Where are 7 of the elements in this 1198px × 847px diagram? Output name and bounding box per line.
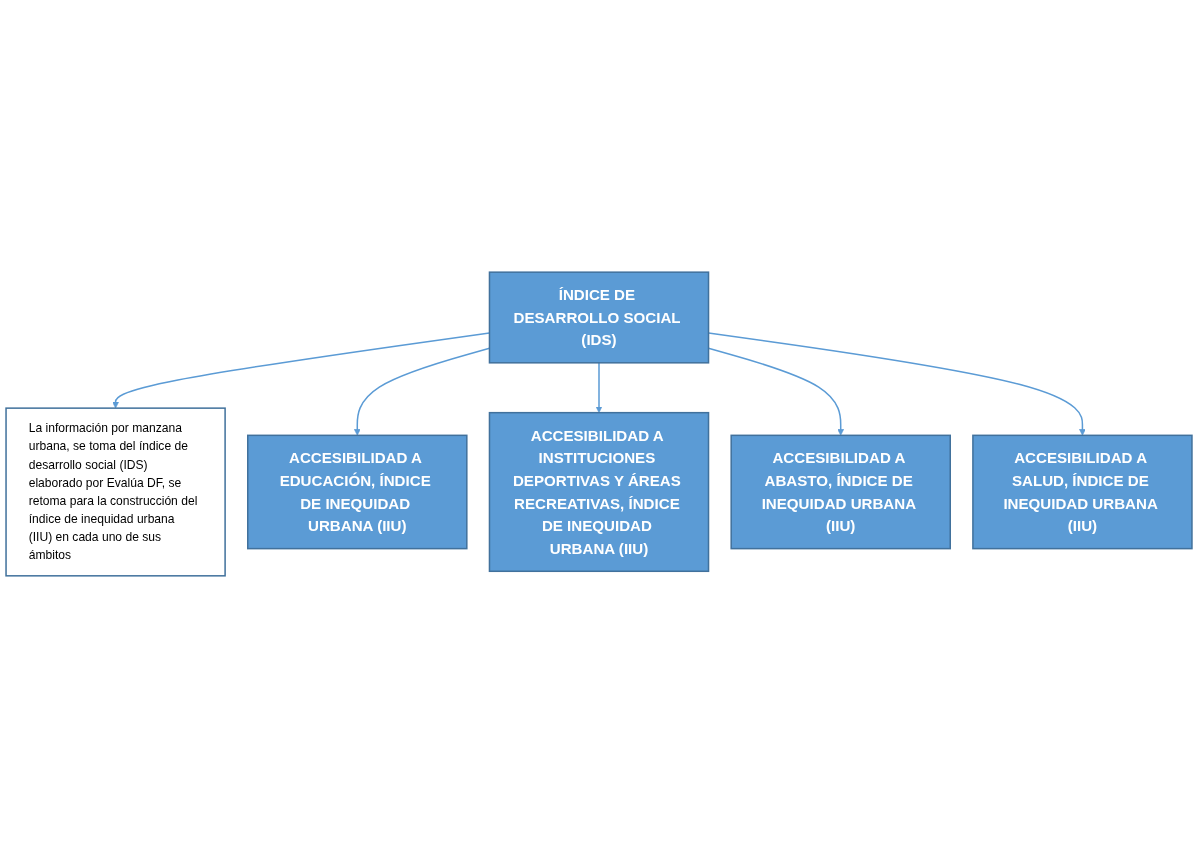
- node-box: ACCESIBILIDAD A SALUD, ÍNDICE DE INEQUIDAD URBANA (IIU): [972, 434, 1193, 549]
- arrow: [595, 361, 603, 413]
- node-box: La información por manzana urbana, se toma del índice de desarrollo social (IDS) elaborado por Evalúa DF, se retoma para la construcción del índice de inequidad urbana (IIU) en cada uno de sus ámbitos: [5, 406, 226, 577]
- node-box: ACCESIBILIDAD A INSTITUCIONES DEPORTIVAS Y ÁREAS RECREATIVAS, ÍNDICE DE INEQUIDAD URBANA (IIU): [488, 411, 710, 572]
- node-box: ÍNDICE DE DESARROLLO SOCIAL (IDS): [488, 270, 710, 364]
- node-box: ACCESIBILIDAD A EDUCACIÓN, ÍNDICE DE INEQUIDAD URBANA (IIU): [247, 434, 468, 549]
- node-box: ACCESIBILIDAD A ABASTO, ÍNDICE DE INEQUIDAD URBANA (IIU): [730, 434, 951, 549]
